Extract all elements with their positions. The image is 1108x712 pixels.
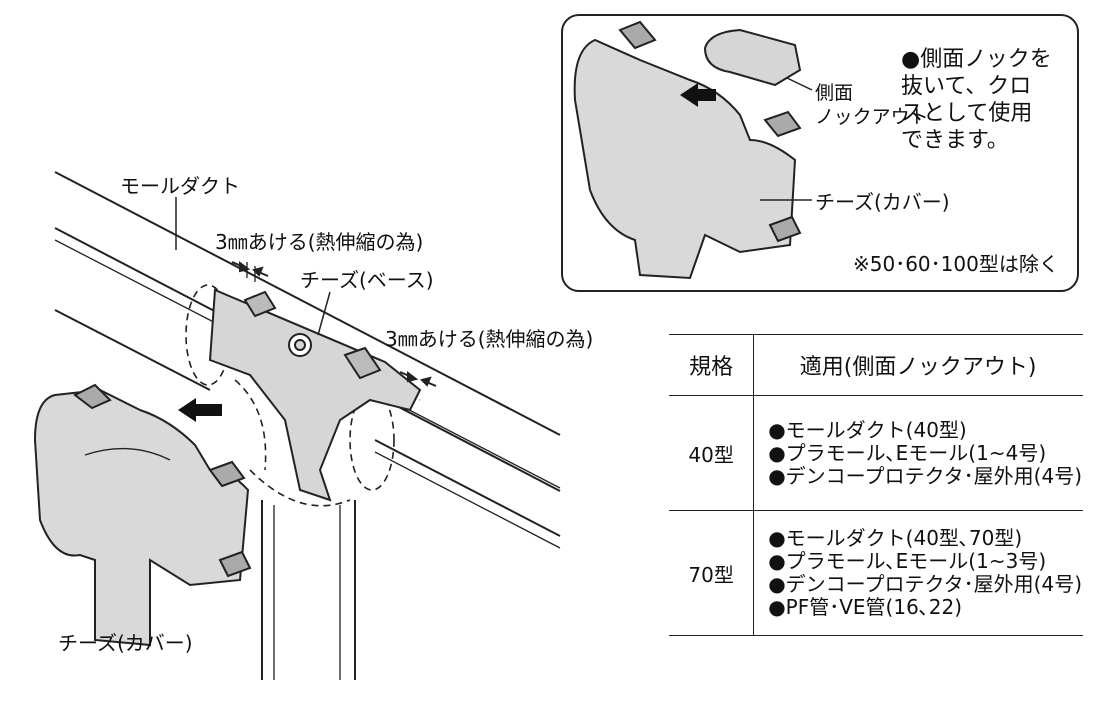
tees-base-label: チーズ(ベース) [300, 268, 434, 292]
tees-cover-inset-label: チーズ(カバー) [815, 190, 950, 214]
spec-table: 規格 適用(側面ノックアウト) 40型 ●モールダクト(40型) ●プラモール､… [669, 334, 1083, 636]
gap-arrows [231, 261, 437, 387]
note-line: できます。 [901, 128, 1009, 153]
knockout-note: ●側面ノックを 抜いて、クロ スとして使用 できます。 [901, 46, 1052, 154]
tees-cover-main [33, 383, 252, 647]
knockout-label-1: 側面 [815, 82, 854, 104]
tees-base [208, 288, 422, 502]
application-item: ●プラモール､Eモール(1~3号) [768, 549, 1047, 573]
insert-arrow [178, 398, 222, 422]
gap-right-label: 3㎜あける(熱伸縮の為) [385, 327, 594, 351]
tees-cover-main-label: チーズ(カバー) [58, 631, 193, 655]
exclusion-note: ※50･60･100型は除く [853, 252, 1059, 276]
table-row: 70型 ●モールダクト(40型､70型) ●プラモール､Eモール(1~3号) ●… [669, 510, 1083, 636]
size-cell: 40型 [669, 395, 755, 511]
knockout-label-2: ノックアウト [815, 106, 929, 128]
note-line: ●側面ノックを [901, 47, 1052, 72]
inset-box: 側面 ノックアウト ●側面ノックを 抜いて、クロ スとして使用 できます。 チー… [561, 14, 1079, 292]
inset-illustration [573, 20, 813, 280]
application-item: ●プラモール､Eモール(1~4号) [768, 440, 1047, 465]
application-item: ●PF管･VE管(16､22) [768, 595, 963, 619]
mall-duct [54, 171, 561, 549]
application-cell: ●モールダクト(40型) ●プラモール､Eモール(1~4号) ●デンコープロテク… [753, 395, 1083, 511]
gap-top-label: 3㎜あける(熱伸縮の為) [215, 230, 424, 254]
note-line: スとして使用 [901, 101, 1033, 126]
application-item: ●デンコープロテクタ･屋外用(4号) [768, 463, 1082, 488]
mall-duct-label: モールダクト [120, 174, 240, 198]
header-size: 規格 [669, 334, 755, 396]
table-row: 40型 ●モールダクト(40型) ●プラモール､Eモール(1~4号) ●デンコー… [669, 395, 1083, 511]
size-cell: 70型 [669, 510, 755, 636]
application-item: ●モールダクト(40型､70型) [768, 526, 1023, 550]
header-application: 適用(側面ノックアウト) [753, 334, 1083, 396]
application-item: ●モールダクト(40型) [768, 417, 967, 442]
application-cell: ●モールダクト(40型､70型) ●プラモール､Eモール(1~3号) ●デンコー… [753, 510, 1083, 636]
note-line: 抜いて、クロ [901, 74, 1032, 99]
branch-duct [261, 500, 356, 680]
application-item: ●デンコープロテクタ･屋外用(4号) [768, 572, 1082, 596]
table-header-row: 規格 適用(側面ノックアウト) [669, 334, 1083, 396]
